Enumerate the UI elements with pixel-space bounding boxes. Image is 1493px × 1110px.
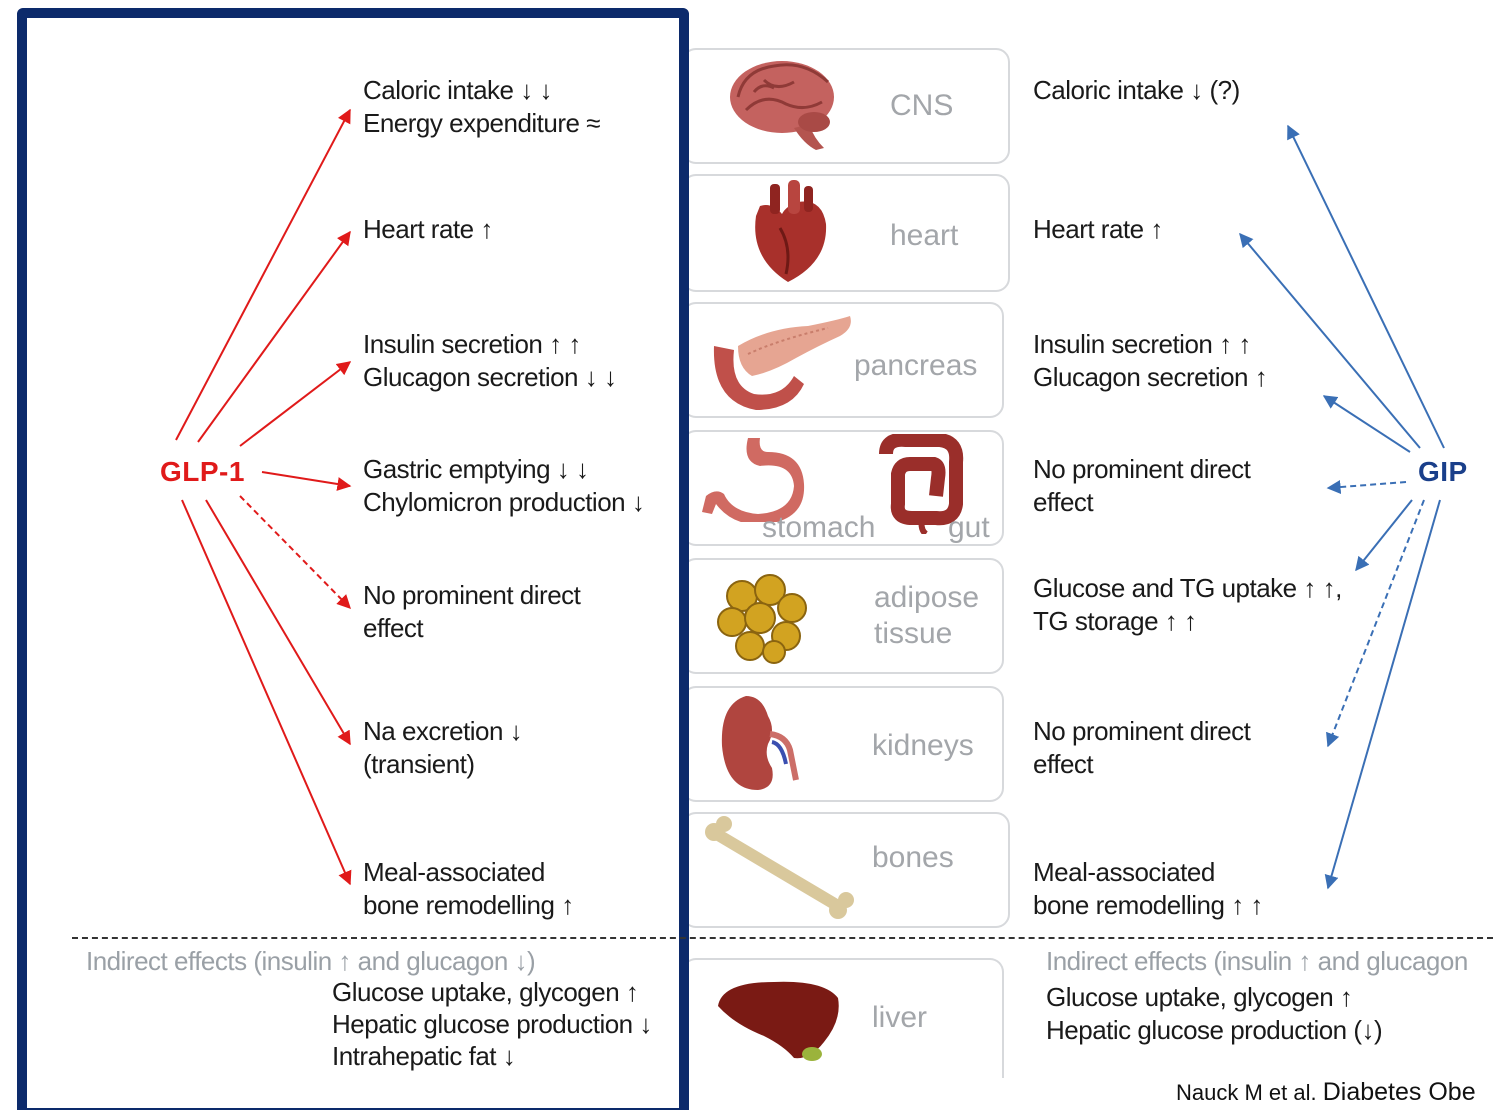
glp1-arrow-adipose bbox=[240, 496, 350, 608]
gip-effect-gi: No prominent direct effect bbox=[1033, 453, 1250, 519]
gip-arrow-gi bbox=[1328, 482, 1406, 488]
citation: Nauck M et al. Diabetes Obe bbox=[1176, 1078, 1476, 1107]
glp1-arrow-heart bbox=[198, 232, 350, 442]
gip-effect-heart: Heart rate ↑ bbox=[1033, 213, 1163, 246]
direct-indirect-divider bbox=[72, 937, 1493, 939]
glp1-arrow-cns bbox=[176, 110, 350, 440]
glp1-effect-adipose: No prominent direct effect bbox=[363, 579, 580, 645]
glp1-indirect-heading: Indirect effects (insulin ↑ and glucagon… bbox=[86, 945, 535, 978]
gip-arrow-adipose bbox=[1356, 500, 1412, 570]
citation-journal: Diabetes Obe bbox=[1323, 1078, 1476, 1106]
glp1-arrow-gi bbox=[262, 472, 350, 486]
gip-indirect-heading: Indirect effects (insulin ↑ and glucagon bbox=[1046, 945, 1468, 978]
gip-effect-bones: Meal-associated bone remodelling ↑ ↑ bbox=[1033, 856, 1263, 922]
glp1-effect-cns: Caloric intake ↓ ↓ Energy expenditure ≈ bbox=[363, 74, 600, 140]
gip-arrow-kidneys bbox=[1328, 500, 1424, 746]
gip-effect-adipose: Glucose and TG uptake ↑ ↑, TG storage ↑ … bbox=[1033, 572, 1342, 638]
glp1-effect-bones: Meal-associated bone remodelling ↑ bbox=[363, 856, 574, 922]
gip-arrow-cns bbox=[1288, 126, 1444, 448]
glp1-label: GLP-1 bbox=[160, 456, 245, 488]
glp1-arrow-kidneys bbox=[206, 500, 350, 744]
glp1-arrow-pancreas bbox=[240, 362, 350, 446]
gip-effect-cns: Caloric intake ↓ (?) bbox=[1033, 74, 1240, 107]
glp1-effect-pancreas: Insulin secretion ↑ ↑ Glucagon secretion… bbox=[363, 328, 616, 394]
glp1-effect-gi: Gastric emptying ↓ ↓ Chylomicron product… bbox=[363, 453, 644, 519]
glp1-indirect-effects: Glucose uptake, glycogen ↑ Hepatic gluco… bbox=[332, 976, 652, 1072]
gip-arrow-bones bbox=[1328, 500, 1440, 888]
gip-label: GIP bbox=[1418, 456, 1468, 488]
gip-effect-pancreas: Insulin secretion ↑ ↑ Glucagon secretion… bbox=[1033, 328, 1267, 394]
gip-indirect-effects: Glucose uptake, glycogen ↑ Hepatic gluco… bbox=[1046, 981, 1382, 1047]
glp1-effect-heart: Heart rate ↑ bbox=[363, 213, 493, 246]
glp1-arrow-bones bbox=[182, 500, 350, 884]
gip-arrow-pancreas bbox=[1324, 396, 1410, 452]
citation-authors: Nauck M et al. bbox=[1176, 1080, 1317, 1105]
glp1-effect-kidneys: Na excretion ↓ (transient) bbox=[363, 715, 522, 781]
gip-effect-kidneys: No prominent direct effect bbox=[1033, 715, 1250, 781]
